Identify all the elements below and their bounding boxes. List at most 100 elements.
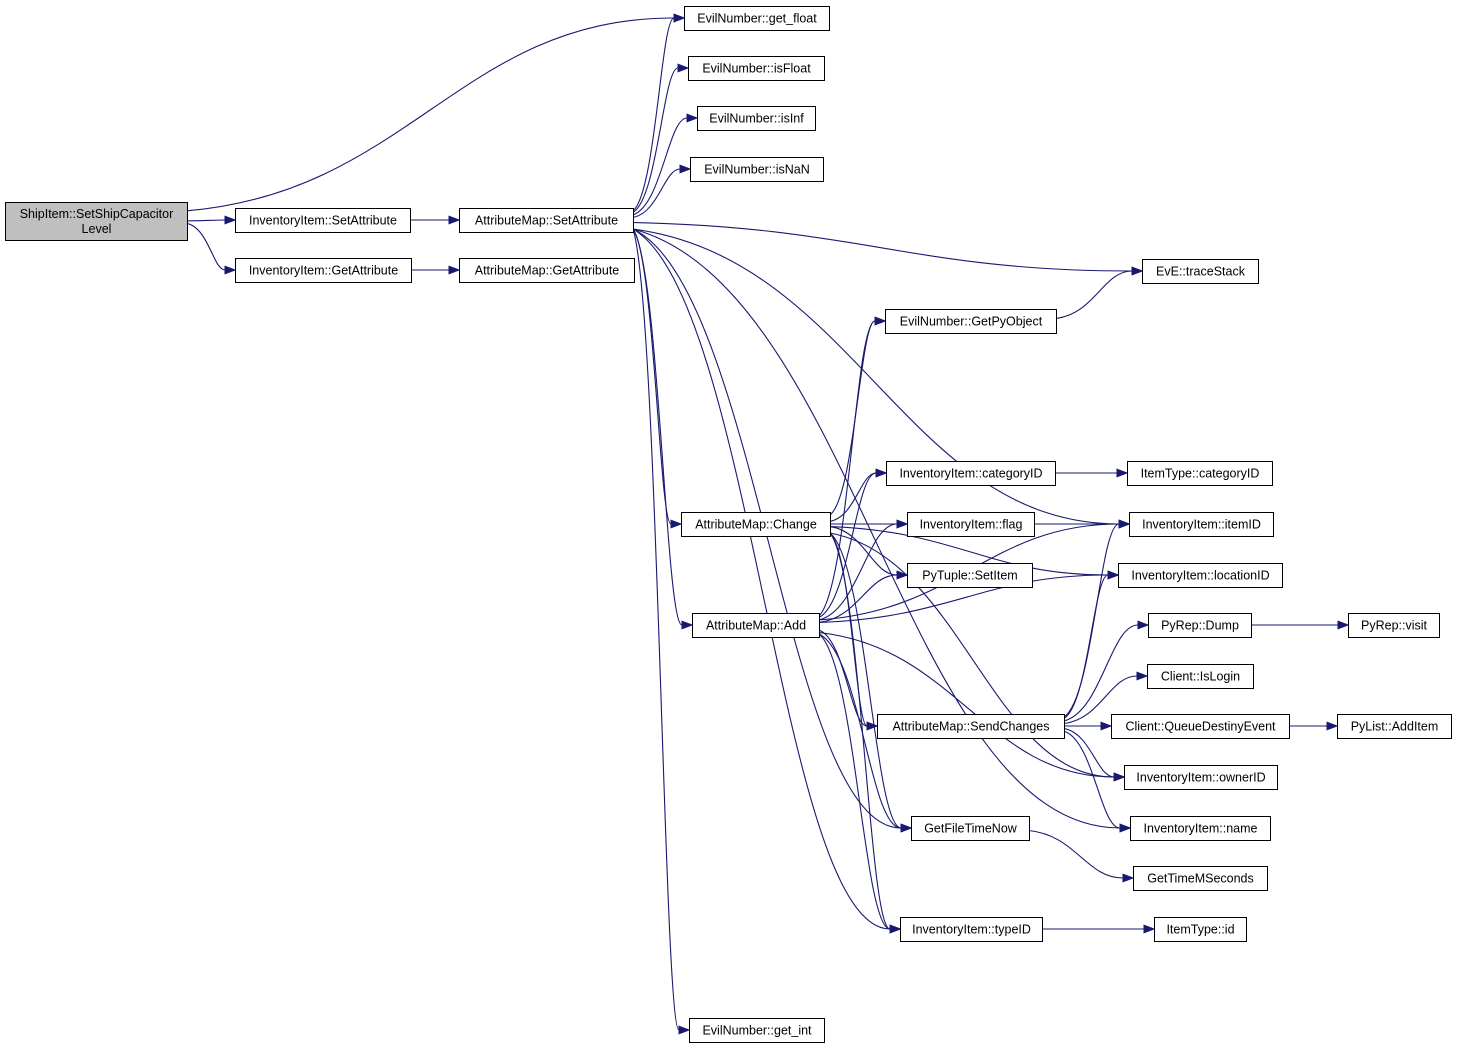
node-label: ItemType::categoryID: [1141, 467, 1260, 481]
node-label: Level: [82, 222, 112, 236]
node-it-catid[interactable]: ItemType::categoryID: [1127, 461, 1273, 486]
node-ii-ownerid[interactable]: InventoryItem::ownerID: [1124, 765, 1278, 790]
node-box: [1348, 613, 1440, 638]
node-gft-now[interactable]: GetFileTimeNow: [911, 816, 1030, 841]
edge-line: [632, 67, 679, 213]
edge-line: [632, 228, 672, 525]
edge-line: [829, 526, 898, 576]
node-label: ShipItem::SetShipCapacitor: [20, 207, 174, 221]
node-am-send[interactable]: AttributeMap::SendChanges: [877, 714, 1065, 739]
edge-am_send-to-ii_locid: [1063, 570, 1120, 719]
edges-layer: [186, 13, 1350, 1035]
node-label: PyRep::Dump: [1161, 619, 1239, 633]
node-pt-setitem[interactable]: PyTuple::SetItem: [907, 563, 1033, 588]
edge-line: [186, 219, 226, 222]
edge-line: [632, 228, 683, 626]
node-en-isnan[interactable]: EvilNumber::isNaN: [690, 157, 824, 182]
edge-am_add-to-ii_typeid: [818, 633, 902, 934]
edge-ii_getattr-to-am_getattr: [411, 265, 461, 275]
arrowhead-icon: [224, 215, 237, 225]
node-box: [690, 157, 824, 182]
node-label: EvE::traceStack: [1156, 265, 1246, 279]
edge-line: [1063, 730, 1121, 829]
arrowhead-icon: [896, 519, 909, 529]
node-en-isfloat[interactable]: EvilNumber::isFloat: [688, 56, 825, 81]
node-ii-flag[interactable]: InventoryItem::flag: [907, 512, 1035, 537]
edge-line: [818, 633, 891, 930]
node-label: InventoryItem::flag: [920, 518, 1023, 532]
node-box: [1154, 917, 1247, 942]
edge-line: [818, 633, 902, 829]
node-en-isinf[interactable]: EvilNumber::isInf: [697, 106, 816, 131]
node-label: EvilNumber::isFloat: [702, 62, 811, 76]
node-ii-name[interactable]: InventoryItem::name: [1130, 816, 1271, 841]
arrowhead-icon: [1143, 924, 1156, 934]
node-box: [1148, 613, 1252, 638]
node-am-change[interactable]: AttributeMap::Change: [681, 512, 831, 537]
edge-line: [632, 228, 891, 930]
arrowhead-icon: [1116, 468, 1129, 478]
node-am-setattr[interactable]: AttributeMap::SetAttribute: [459, 208, 634, 233]
node-pr-dump[interactable]: PyRep::Dump: [1148, 613, 1252, 638]
arrowhead-icon: [1136, 671, 1149, 681]
edge-am_add-to-ii_flag: [818, 519, 909, 621]
node-box: [1124, 765, 1278, 790]
node-box: [235, 208, 411, 233]
node-eve-trace[interactable]: EvE::traceStack: [1142, 259, 1259, 284]
node-pr-visit[interactable]: PyRep::visit: [1348, 613, 1440, 638]
arrowhead-icon: [874, 316, 887, 326]
node-label: InventoryItem::itemID: [1142, 518, 1261, 532]
node-label: GetFileTimeNow: [924, 822, 1018, 836]
node-am-getattr[interactable]: AttributeMap::GetAttribute: [459, 258, 635, 283]
edge-am_change-to-ii_catid: [829, 468, 888, 522]
arrowhead-icon: [686, 113, 699, 123]
edge-am_send-to-cl_islogin: [1063, 671, 1149, 725]
node-box: [684, 6, 830, 31]
node-pl-additem[interactable]: PyList::AddItem: [1337, 714, 1452, 739]
node-label: PyRep::visit: [1361, 619, 1428, 633]
node-it-id[interactable]: ItemType::id: [1154, 917, 1247, 942]
edge-line: [1055, 270, 1133, 320]
node-gt-ms[interactable]: GetTimeMSeconds: [1133, 866, 1268, 891]
edge-am_send-to-cl_queue: [1063, 721, 1113, 731]
node-cl-queue[interactable]: Client::QueueDestinyEvent: [1111, 714, 1290, 739]
edge-ii_catid-to-it_catid: [1055, 468, 1129, 478]
edge-line: [829, 532, 1115, 778]
node-box: [697, 106, 816, 131]
node-label: AttributeMap::Add: [706, 619, 806, 633]
node-ii-locid[interactable]: InventoryItem::locationID: [1118, 563, 1283, 588]
node-cl-islogin[interactable]: Client::IsLogin: [1147, 664, 1254, 689]
node-box: [681, 512, 831, 537]
node-box: [688, 56, 825, 81]
node-label: EvilNumber::isNaN: [704, 163, 810, 177]
edge-line: [632, 168, 681, 218]
node-en-getfloat[interactable]: EvilNumber::get_float: [684, 6, 830, 31]
edge-line: [818, 523, 898, 621]
node-ii-setattr[interactable]: InventoryItem::SetAttribute: [235, 208, 411, 233]
node-label: InventoryItem::typeID: [912, 923, 1031, 937]
node-ii-getattr[interactable]: InventoryItem::GetAttribute: [235, 258, 412, 283]
edge-gft_now-to-gt_ms: [1028, 829, 1135, 883]
arrowhead-icon: [1337, 620, 1350, 630]
node-box: [1129, 512, 1274, 537]
node-label: InventoryItem::SetAttribute: [249, 214, 397, 228]
node-box: [1142, 259, 1259, 284]
edge-line: [632, 228, 1120, 525]
edge-am_setattr-to-en_isfloat: [632, 63, 690, 213]
arrowhead-icon: [673, 13, 686, 23]
node-ii-typeid[interactable]: InventoryItem::typeID: [900, 917, 1043, 942]
edge-root-to-en_getfloat: [186, 13, 686, 212]
node-en-getpy[interactable]: EvilNumber::GetPyObject: [885, 309, 1057, 334]
edge-root-to-ii_getattr: [186, 222, 237, 275]
node-label: Client::QueueDestinyEvent: [1125, 720, 1276, 734]
edge-am_setattr-to-en_isnan: [632, 164, 692, 218]
node-am-add[interactable]: AttributeMap::Add: [692, 613, 820, 638]
arrowhead-icon: [1131, 266, 1144, 276]
node-en-getint[interactable]: EvilNumber::get_int: [689, 1018, 825, 1043]
arrowhead-icon: [889, 924, 902, 934]
node-label: EvilNumber::get_float: [697, 12, 817, 26]
node-ii-catid[interactable]: InventoryItem::categoryID: [886, 461, 1056, 486]
node-ii-itemid[interactable]: InventoryItem::itemID: [1129, 512, 1274, 537]
arrowhead-icon: [866, 721, 879, 731]
